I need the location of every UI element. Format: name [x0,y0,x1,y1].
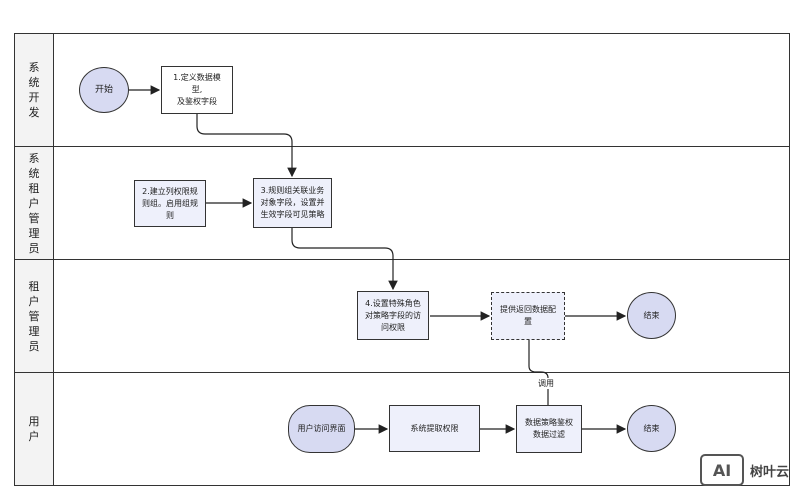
user-access-node: 用户访问界面 [288,405,355,453]
special-role-step: 4.设置特殊角色对策略字段的访问权限 [357,291,429,340]
end-node-user: 结束 [627,405,676,452]
end-node-tenant: 结束 [627,292,676,339]
build-rule-group-step: 2.建立列权限规则组。启用组规则 [134,180,206,227]
edge-plan-to-role [291,228,398,291]
lane-label-tenant-admin: 租户管理员 [14,259,54,373]
watermark-logo: AI 树叶云 [700,454,789,486]
fetch-permission-step: 系统提取权限 [389,405,480,452]
plan-fields-step: 3.规则组关联业务对象字段，设置并生效字段可见策略 [253,178,332,228]
edge-define-to-plan [196,114,297,178]
lane-label-system-dev: 系统开发 [14,33,54,147]
start-node: 开始 [79,67,129,113]
return-config-step: 提供返回数据配置 [491,292,565,340]
invoke-edge-label: 调用 [536,378,556,389]
filter-data-step: 数据策略鉴权数据过滤 [516,405,582,453]
lane-label-system-tenant-admin: 系统租户管理员 [14,146,54,260]
logo-mark: AI [700,454,744,486]
lane-label-user: 用户 [14,372,54,486]
define-model-step: 1.定义数据模型, 及鉴权字段 [161,66,233,114]
edge-invoke [528,340,549,405]
logo-brand-text: 树叶云 [750,464,790,480]
